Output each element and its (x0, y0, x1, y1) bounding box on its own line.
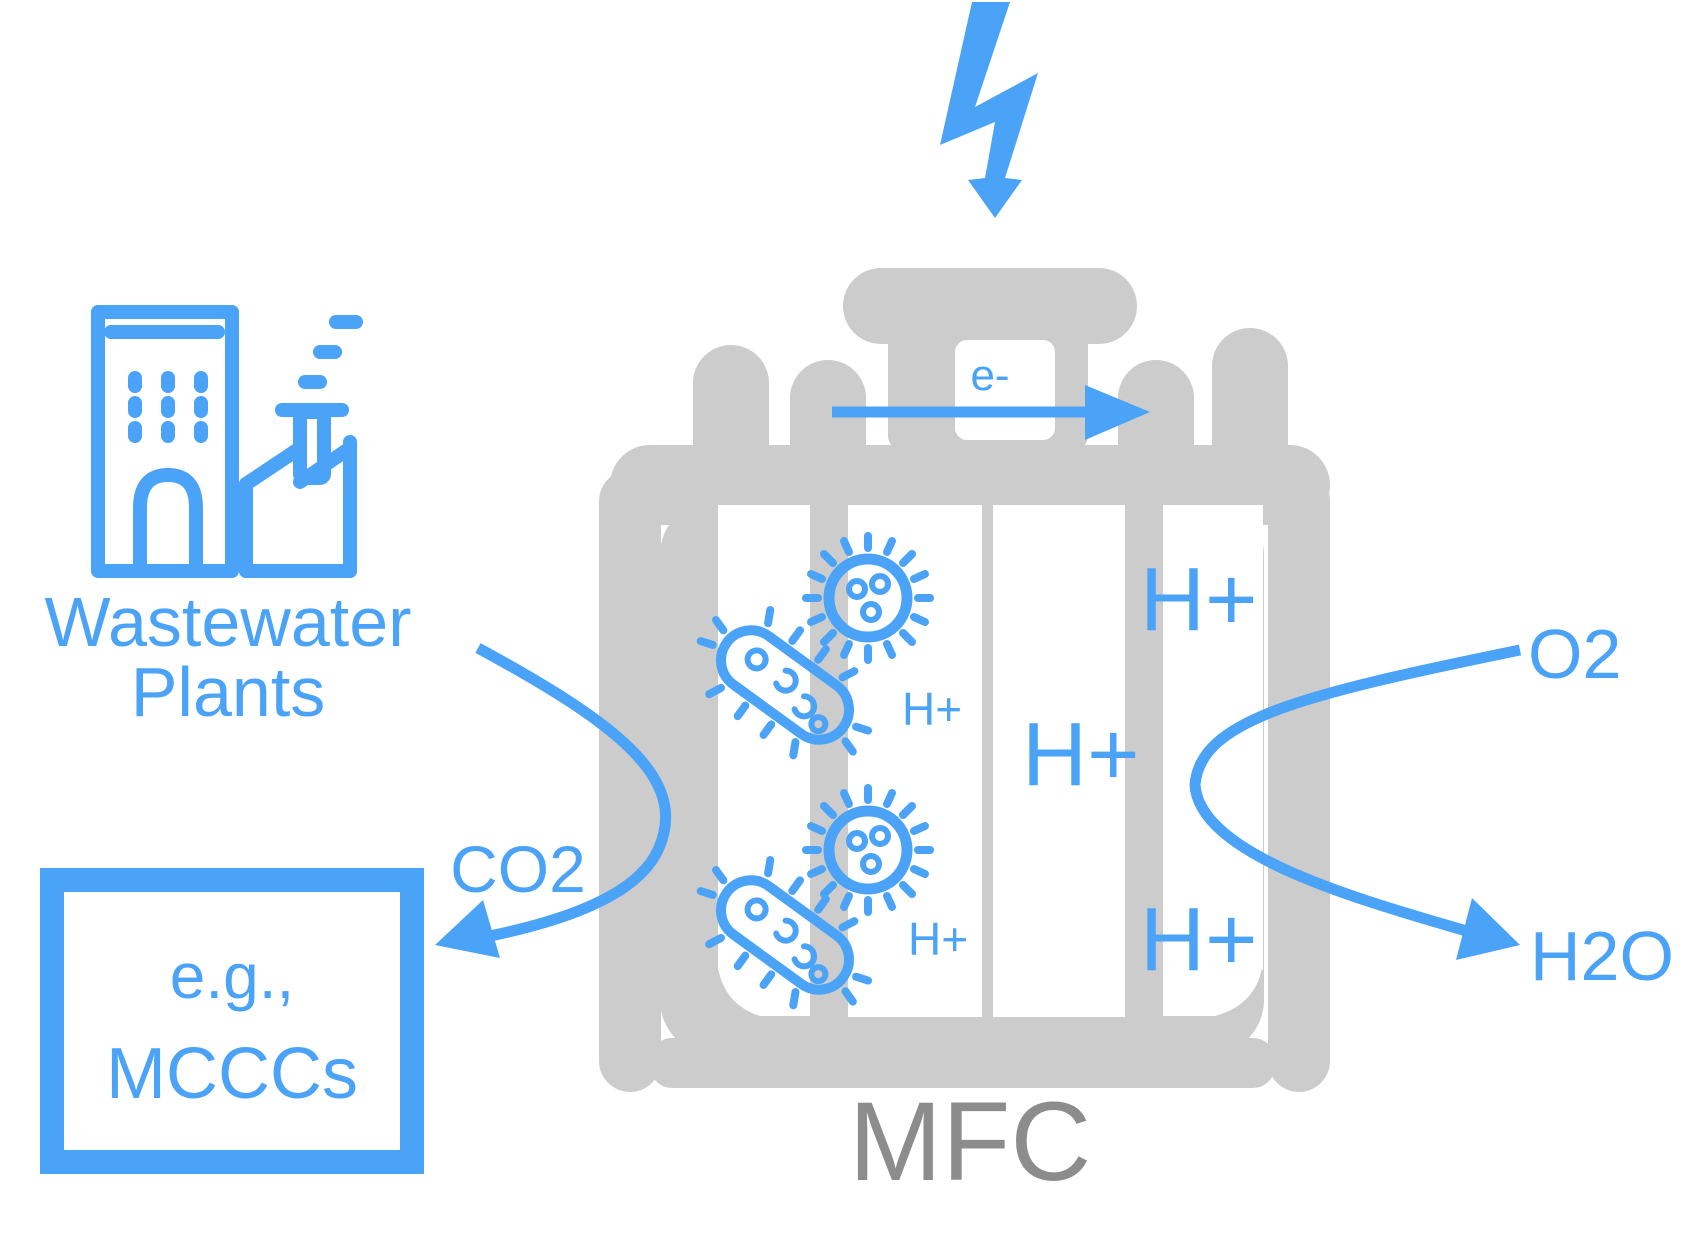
electron-label: e- (970, 351, 1009, 400)
h2o-arrowhead (1456, 898, 1520, 960)
proton-label-large: H+ (1140, 890, 1258, 990)
device-left-leg (599, 470, 661, 1092)
h2o-label: H2O (1530, 917, 1674, 995)
chamber-compartment-4 (1163, 505, 1263, 970)
proton-label-small: H+ (902, 683, 962, 735)
product-example-label: e.g., (170, 940, 295, 1012)
electron-flow-arrow (832, 385, 1150, 440)
proton-label-large: H+ (1140, 550, 1258, 650)
terminal-post-3 (1118, 360, 1194, 485)
product-box (40, 868, 424, 1174)
terminal-post-2 (790, 360, 866, 485)
device-name: MFC (849, 1079, 1092, 1204)
source-label: Wastewater (45, 583, 412, 661)
chamber-compartment-2 (848, 505, 982, 1017)
terminal-post-4 (1212, 328, 1288, 485)
proton-label-small: H+ (908, 913, 968, 965)
terminal-post-1 (693, 345, 769, 485)
source-label: Plants (131, 653, 326, 731)
product-name: MCCCs (106, 1034, 358, 1114)
o2-label: O2 (1528, 615, 1621, 693)
o2-to-h2o-flow-arrow (1189, 644, 1522, 941)
connector-cap (843, 268, 1137, 344)
chamber-bottom-right (1163, 968, 1262, 1016)
proton-label-large: H+ (1022, 705, 1140, 805)
chamber-compartment-3 (993, 505, 1125, 1017)
co2-flow-arrow (468, 643, 672, 946)
lightning-bolt-icon (940, 2, 1038, 218)
co2-arrowhead (435, 900, 500, 958)
chamber-bottom-left (718, 968, 810, 1016)
co2-label: CO2 (450, 832, 586, 906)
device-right-leg (1268, 470, 1330, 1092)
factory-icon (91, 305, 363, 578)
